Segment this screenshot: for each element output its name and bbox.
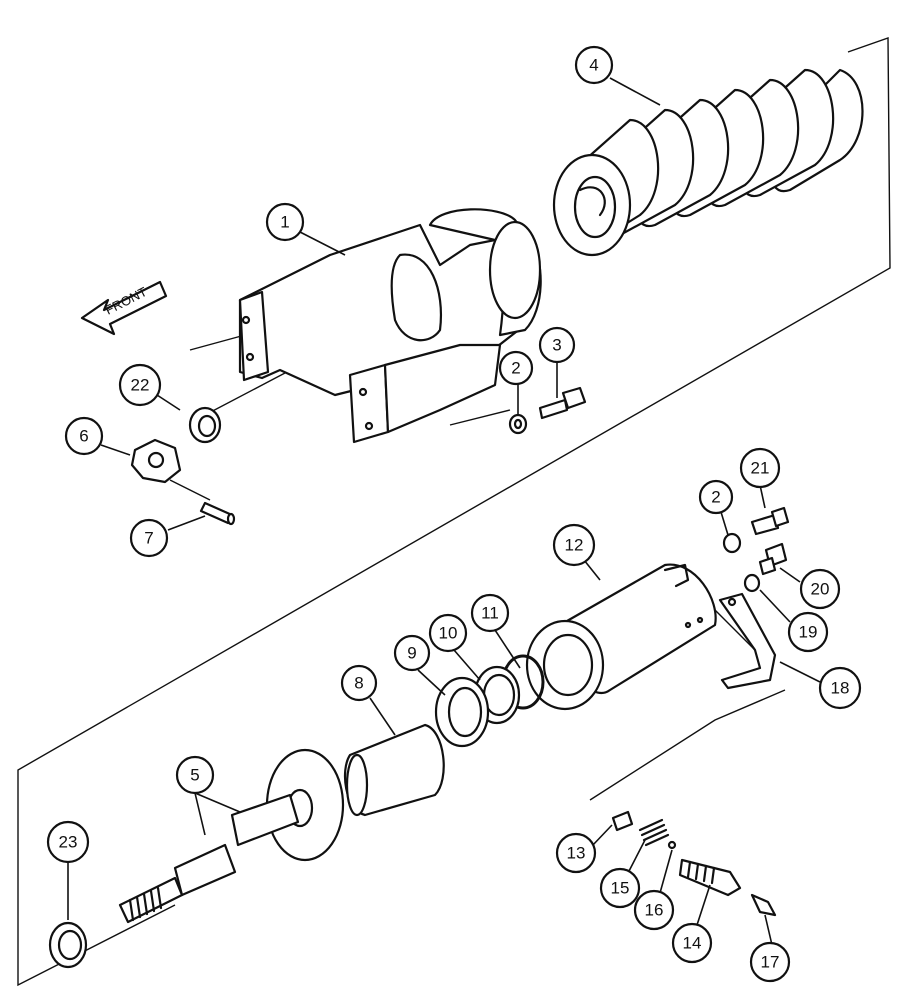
- fitting-20: [758, 542, 788, 576]
- callout-22: 22: [118, 363, 162, 407]
- callout-1: 1: [265, 202, 305, 242]
- callout-14: 14: [671, 922, 713, 964]
- callout-8: 8: [340, 664, 378, 702]
- callout-12-label: 12: [565, 536, 584, 555]
- castle-nut: [130, 438, 182, 484]
- callout-19-label: 19: [799, 623, 818, 642]
- callout-23-label: 23: [59, 833, 78, 852]
- yoke: [238, 208, 542, 444]
- callout-3: 3: [538, 326, 576, 364]
- callout-13-label: 13: [567, 844, 586, 863]
- washer-2-top: [508, 413, 528, 435]
- callout-4-label: 4: [589, 56, 598, 75]
- callout-18-label: 18: [831, 679, 850, 698]
- callout-7-label: 7: [144, 529, 153, 548]
- callout-20: 20: [799, 568, 841, 610]
- callout-9-label: 9: [407, 644, 416, 663]
- callout-8-label: 8: [354, 674, 363, 693]
- callout-21-label: 21: [751, 459, 770, 478]
- recoil-spring: [552, 68, 864, 257]
- cotter-pin: [199, 501, 236, 526]
- fitting-13: [611, 810, 634, 832]
- callout-7: 7: [129, 518, 169, 558]
- callout-5: 5: [175, 755, 215, 795]
- washer-19: [743, 573, 761, 593]
- rod: [118, 748, 345, 924]
- valve-14: [678, 858, 742, 897]
- bolt-3: [538, 386, 587, 420]
- seal-9: [434, 676, 490, 748]
- bolt-21: [750, 506, 790, 536]
- leader-lines: [67, 77, 821, 946]
- callout-18: 18: [818, 666, 862, 710]
- callout-9: 9: [393, 634, 431, 672]
- callout-15-label: 15: [611, 879, 630, 898]
- callout-21: 21: [739, 447, 781, 489]
- callout-10: 10: [428, 613, 468, 653]
- callout-16-label: 16: [645, 901, 664, 920]
- callout-5-label: 5: [190, 766, 199, 785]
- callout-17: 17: [749, 941, 791, 983]
- bracket-18: [718, 592, 777, 690]
- callout-1-label: 1: [280, 213, 289, 232]
- callout-6-label: 6: [79, 427, 88, 446]
- front-arrow: FRONT: [80, 280, 168, 336]
- callout-12: 12: [552, 523, 596, 567]
- callout-2-top: 2: [498, 350, 534, 386]
- seal-23: [48, 921, 88, 969]
- fitting-17: [750, 893, 777, 917]
- callout-2-top-label: 2: [511, 359, 520, 378]
- callout-2-lower-label: 2: [711, 488, 720, 507]
- callout-6: 6: [64, 416, 104, 456]
- ball-16: [667, 840, 677, 850]
- callout-19: 19: [787, 611, 829, 653]
- callout-3-label: 3: [552, 336, 561, 355]
- callout-15: 15: [599, 867, 641, 909]
- callout-4: 4: [574, 45, 614, 85]
- callout-16: 16: [633, 889, 675, 931]
- callout-11-label: 11: [481, 604, 499, 623]
- callout-17-label: 17: [761, 953, 780, 972]
- callout-13: 13: [555, 832, 597, 874]
- spring-15: [638, 818, 670, 847]
- cylinder: [525, 563, 717, 711]
- piston: [343, 723, 445, 817]
- washer-22: [188, 406, 222, 444]
- callout-14-label: 14: [683, 934, 702, 953]
- callout-10-label: 10: [439, 624, 458, 643]
- callout-23: 23: [46, 820, 90, 864]
- callout-11: 11: [470, 593, 510, 633]
- callout-20-label: 20: [811, 580, 830, 599]
- callout-22-label: 22: [131, 376, 150, 395]
- callout-2-lower: 2: [698, 479, 734, 515]
- washer-2-lower: [722, 532, 742, 554]
